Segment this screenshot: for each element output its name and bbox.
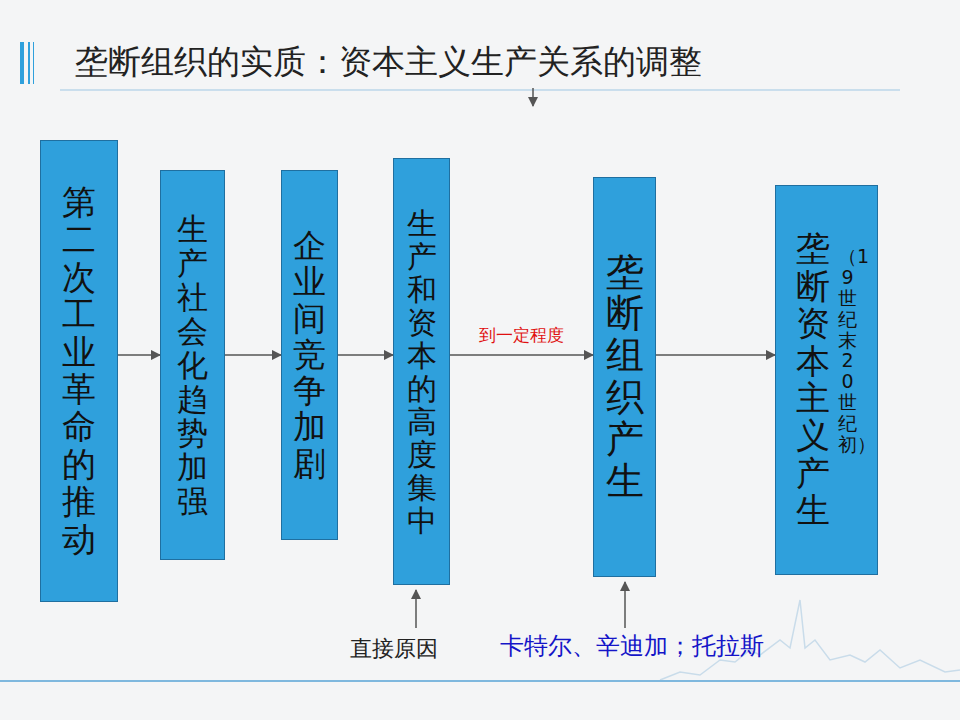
footer-line: [0, 680, 960, 682]
flow-arrow: [118, 354, 160, 356]
title-underline: [60, 90, 900, 91]
slide-title: 垄断组织的实质：资本主义生产关系的调整: [75, 40, 702, 85]
box-text: 第二次工业革命的推动: [62, 184, 96, 558]
edge-label: 到一定程度: [479, 324, 564, 347]
leader-arrow: [532, 88, 534, 106]
side-note: （19世纪末20世纪初）: [838, 246, 857, 455]
flow-arrow: [338, 354, 393, 356]
process-box: 生产和资本的高度集中: [393, 158, 450, 585]
leader-arrow: [415, 590, 417, 628]
example-label: 卡特尔、辛迪加；托拉斯: [500, 630, 764, 662]
process-box: 生产社会化趋势加强: [160, 170, 225, 560]
leader-arrow: [624, 582, 626, 628]
box-text: 垄断资本主义产生: [796, 230, 830, 529]
flow-arrow: [656, 354, 775, 356]
box-text: 生产社会化趋势加强: [177, 212, 208, 519]
process-box: 垄断资本主义产生 （19世纪末20世纪初）: [775, 185, 878, 575]
flow-arrow: [450, 354, 593, 356]
box-text: 垄断组织产生: [606, 252, 644, 503]
process-box: 第二次工业革命的推动: [40, 140, 118, 602]
box-text: 企业间竞争加剧: [293, 228, 326, 482]
note-label: 直接原因: [350, 634, 438, 664]
title-bar: [20, 42, 24, 84]
box-text: 生产和资本的高度集中: [407, 207, 437, 537]
title-bar: [28, 42, 30, 84]
process-box: 企业间竞争加剧: [281, 170, 338, 540]
flow-arrow: [225, 354, 281, 356]
title-bar: [33, 42, 34, 84]
process-box: 垄断组织产生: [593, 177, 656, 577]
